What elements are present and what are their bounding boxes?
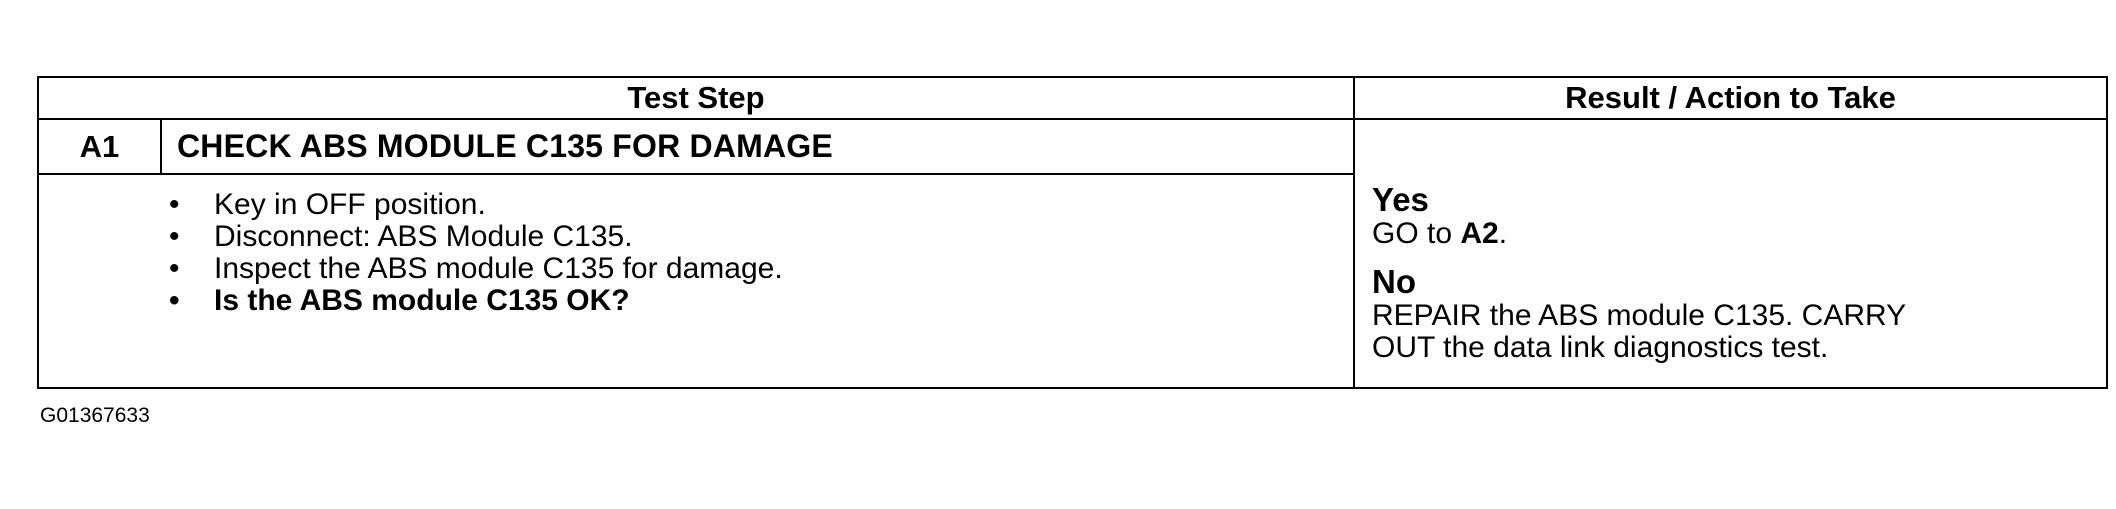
figure-id: G01367633 xyxy=(40,404,150,427)
step-title-divider xyxy=(39,173,1353,175)
instruction-text: Inspect the ABS module C135 for damage. xyxy=(214,252,783,285)
step-id-divider xyxy=(160,118,162,174)
result-actions: Yes GO to A2. No REPAIR the ABS module C… xyxy=(1372,182,2096,364)
no-label: No xyxy=(1372,263,1416,300)
step-instructions: • Key in OFF position. • Disconnect: ABS… xyxy=(169,189,783,317)
list-item: • Is the ABS module C135 OK? xyxy=(169,285,783,317)
yes-action-suffix: . xyxy=(1498,217,1508,250)
step-id: A1 xyxy=(79,128,120,164)
yes-action-target: A2 xyxy=(1460,217,1499,250)
header-result-action: Result / Action to Take xyxy=(1565,80,1896,115)
header-divider xyxy=(39,118,2106,120)
step-title: CHECK ABS MODULE C135 FOR DAMAGE xyxy=(177,128,833,164)
instruction-text: Key in OFF position. xyxy=(214,188,486,221)
list-item: • Key in OFF position. xyxy=(169,189,783,221)
spacer xyxy=(1372,250,2096,264)
list-item: • Disconnect: ABS Module C135. xyxy=(169,221,783,253)
bullet-icon: • xyxy=(169,252,180,285)
yes-action-prefix: GO to xyxy=(1372,217,1461,250)
no-action-line-2: OUT the data link diagnostics test. xyxy=(1372,331,1829,364)
no-action-line-1: REPAIR the ABS module C135. CARRY xyxy=(1372,299,1907,332)
question-text: Is the ABS module C135 OK? xyxy=(214,284,630,317)
column-divider xyxy=(1353,78,1355,387)
yes-label: Yes xyxy=(1372,181,1429,218)
bullet-icon: • xyxy=(169,188,180,221)
list-item: • Inspect the ABS module C135 for damage… xyxy=(169,253,783,285)
instruction-text: Disconnect: ABS Module C135. xyxy=(214,220,633,253)
bullet-icon: • xyxy=(169,284,180,317)
yes-action: GO to A2. xyxy=(1372,218,2096,250)
bullet-icon: • xyxy=(169,220,180,253)
diagnostic-table: Test Step Result / Action to Take A1 CHE… xyxy=(37,76,2108,389)
header-test-step: Test Step xyxy=(627,80,765,115)
